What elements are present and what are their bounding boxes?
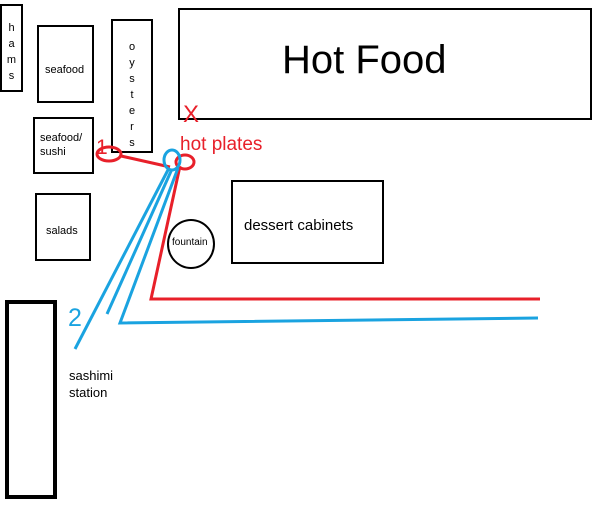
fountain-station: fountain <box>167 219 215 269</box>
hot-plates-label: hot plates <box>180 134 263 155</box>
seafood-label: seafood <box>45 64 85 76</box>
route-2-number: 2 <box>68 304 82 332</box>
salads-label: salads <box>46 225 78 237</box>
dessert-cabinets-label: dessert cabinets <box>244 217 354 234</box>
seafood-station: seafood <box>37 25 94 103</box>
seafood-sushi-label: seafood/ sushi <box>40 132 83 158</box>
x-mark: X <box>183 101 200 128</box>
hot-food-label: Hot Food <box>282 38 447 82</box>
salads-station: salads <box>35 193 91 261</box>
sashimi-station-label: sashimi station <box>69 368 114 400</box>
hot-food-station: Hot Food <box>178 8 592 120</box>
fountain-label: fountain <box>172 237 208 248</box>
sashimi-station <box>5 300 57 499</box>
route-1-number: 1 <box>96 136 108 159</box>
seafood-sushi-station: seafood/ sushi <box>33 117 94 174</box>
dessert-cabinets-station: dessert cabinets <box>231 180 384 264</box>
route-2-path <box>73 148 539 350</box>
route-1-path <box>95 145 540 301</box>
